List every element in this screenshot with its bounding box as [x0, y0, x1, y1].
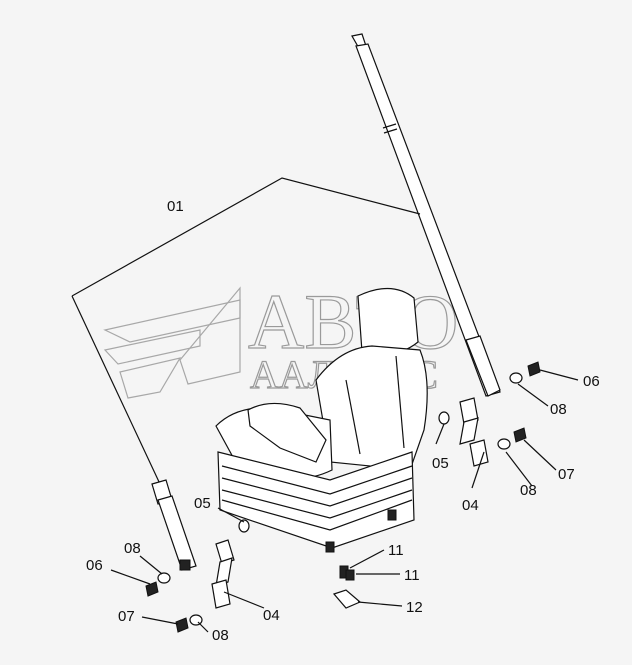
callout-07-right: 07 — [558, 466, 575, 483]
callout-11-bottom: 11 — [404, 567, 420, 584]
callout-08-left-bottom: 08 — [212, 627, 229, 644]
callout-05-left: 05 — [194, 495, 211, 512]
callout-11-top: 11 — [388, 542, 404, 559]
callout-08-right-bottom: 08 — [520, 482, 537, 499]
callout-07-left: 07 — [118, 608, 135, 625]
buckle-04-right — [459, 397, 489, 467]
seat-assembly — [215, 287, 428, 553]
callout-12: 12 — [406, 599, 423, 616]
leader-lines — [110, 369, 579, 633]
lower-left-belt — [151, 479, 197, 571]
callout-04-right: 04 — [462, 497, 479, 514]
callout-04-left: 04 — [263, 607, 280, 624]
callout-08-right-top: 08 — [550, 401, 567, 418]
callout-06-right: 06 — [583, 373, 600, 390]
watermark-logo — [103, 286, 241, 399]
small-parts — [145, 361, 541, 633]
callout-01: 01 — [167, 198, 184, 215]
buckle-04-left — [211, 539, 235, 609]
callout-bracket-01 — [71, 177, 421, 297]
shoulder-belt — [351, 33, 501, 397]
callout-05-right: 05 — [432, 455, 449, 472]
callout-08-left-top: 08 — [124, 540, 141, 557]
callout-06-left: 06 — [86, 557, 103, 574]
